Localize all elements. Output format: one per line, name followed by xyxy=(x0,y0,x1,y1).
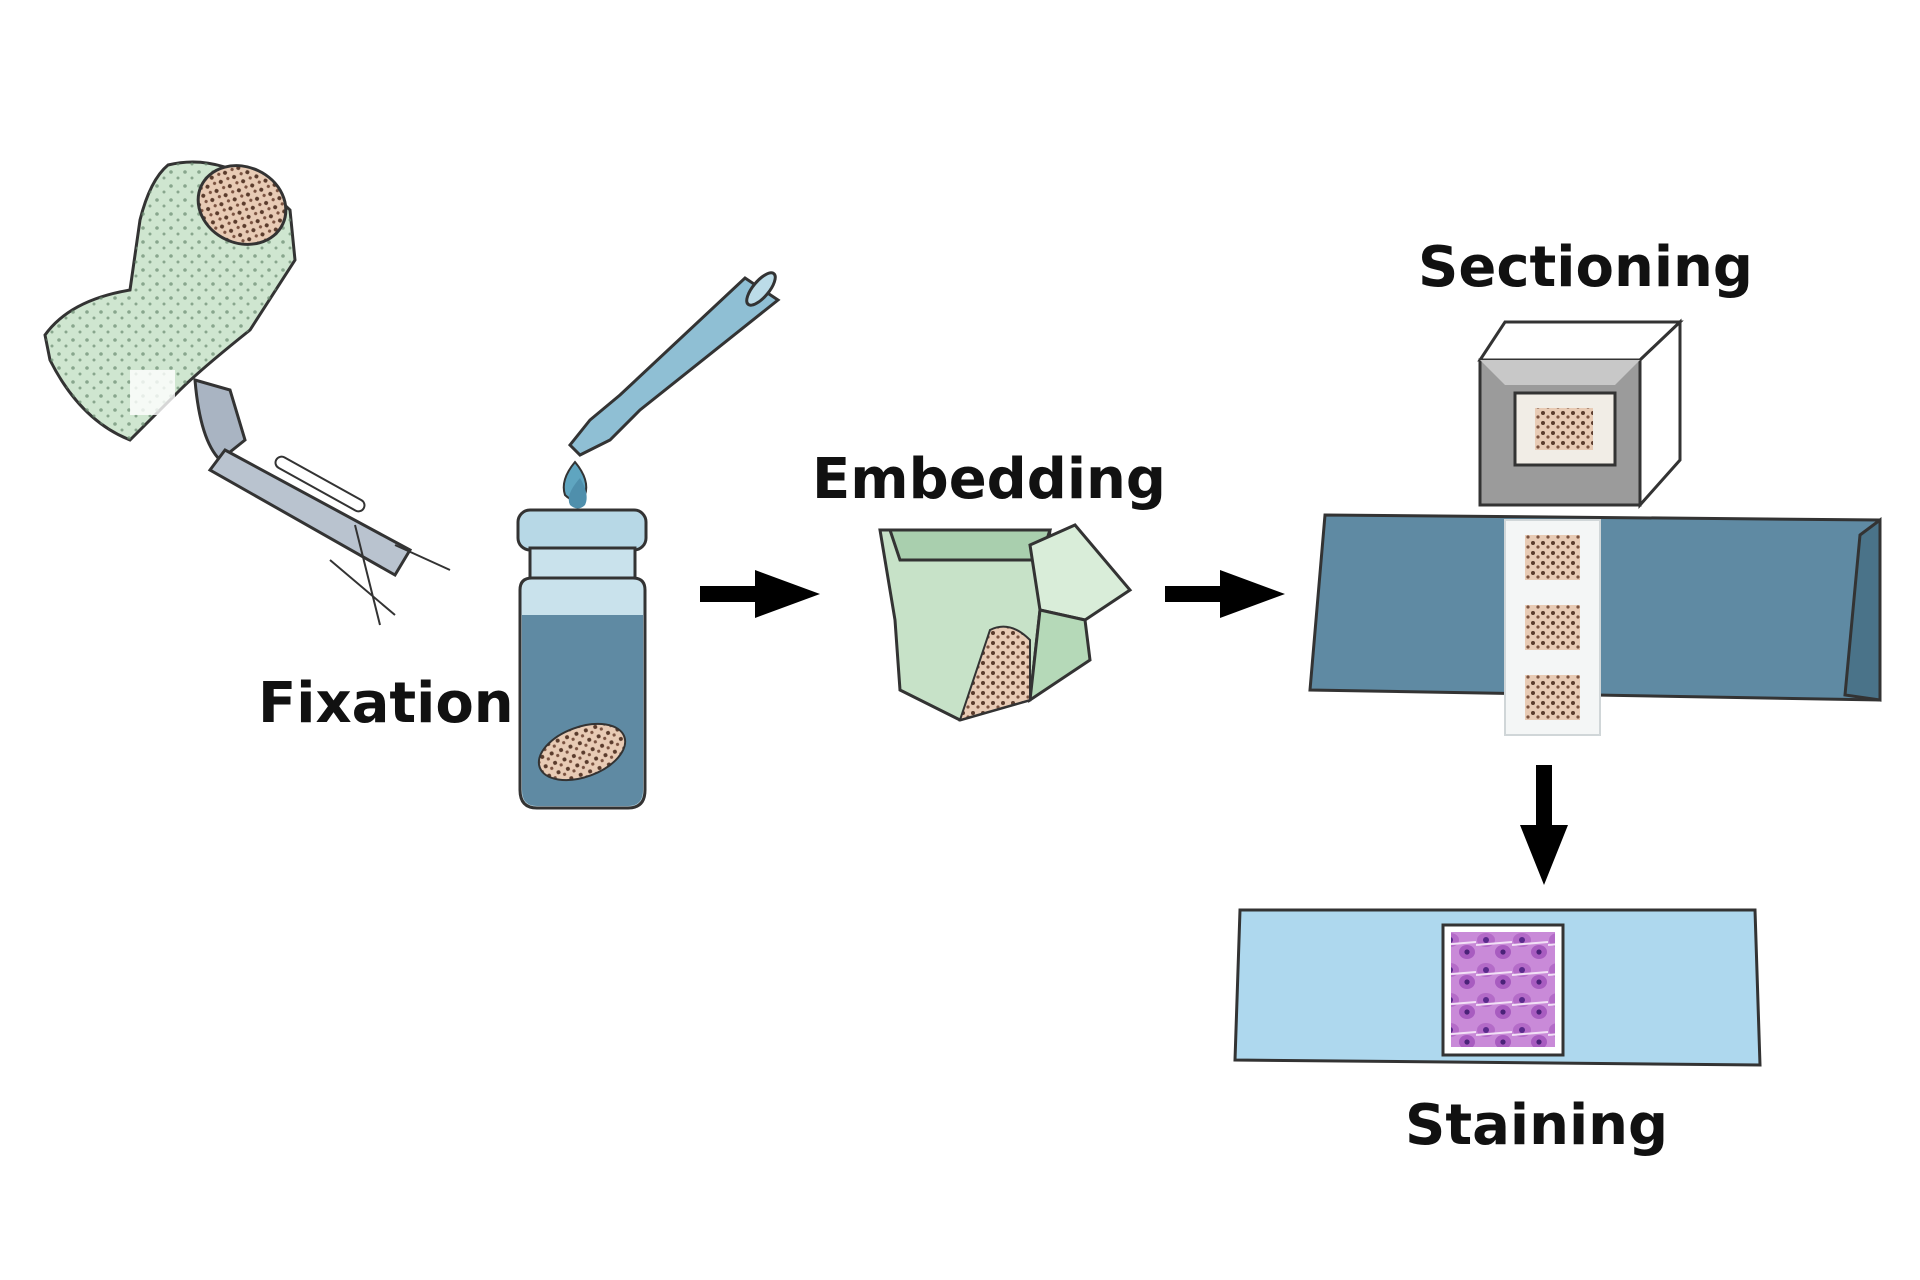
embedding-mold-icon xyxy=(878,523,1133,722)
paraffin-block-icon xyxy=(1477,318,1684,509)
step-label-embedding: Embedding xyxy=(812,447,1166,512)
arrow-right-icon xyxy=(1165,570,1285,618)
scalpel-icon xyxy=(193,377,451,626)
section-ribbon-icon xyxy=(1308,513,1882,736)
fixative-vial-icon xyxy=(516,478,648,810)
step-label-sectioning: Sectioning xyxy=(1418,235,1753,300)
arrow-down-icon xyxy=(1520,765,1568,885)
step-label-staining: Staining xyxy=(1405,1093,1669,1158)
stained-slide-icon xyxy=(1233,908,1762,1067)
step-label-fixation: Fixation xyxy=(258,671,514,736)
arrow-right-icon xyxy=(700,570,820,618)
tissue-organ-icon xyxy=(43,160,297,442)
dropper-icon xyxy=(562,271,781,501)
